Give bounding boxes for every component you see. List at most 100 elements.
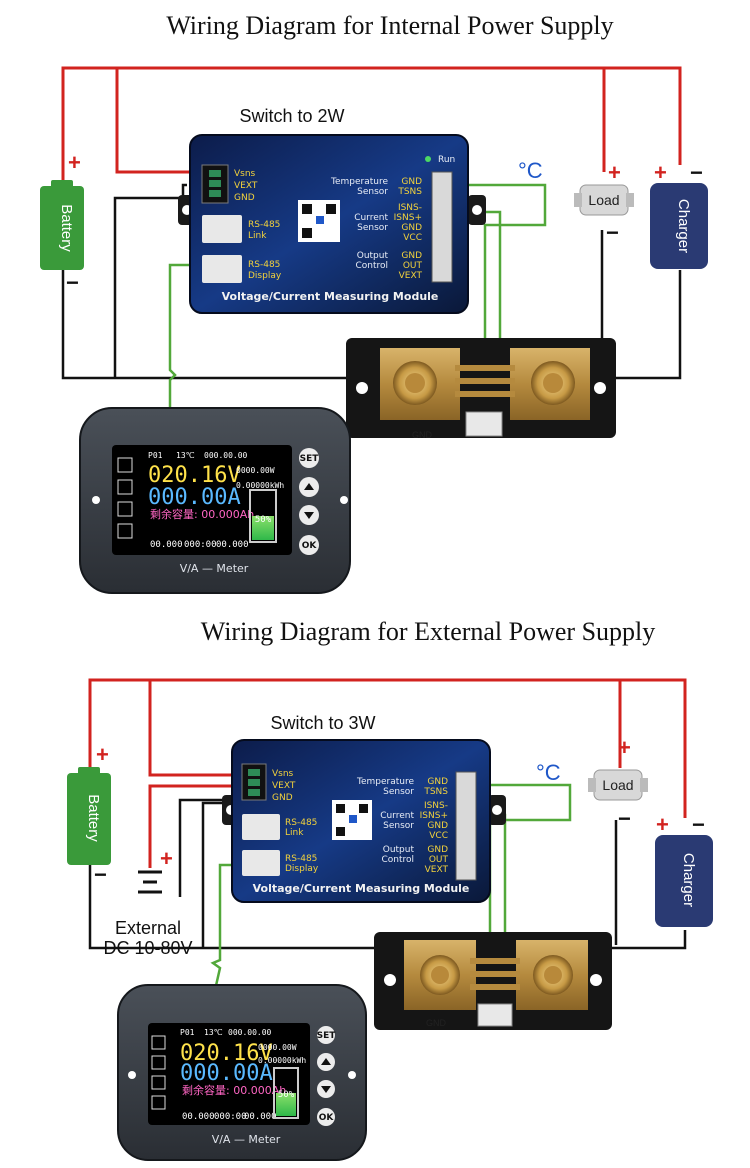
measuring-module: Run Vsns VEXT GND RS-485 Link RS-485 Dis…: [178, 134, 486, 314]
external-plus-icon: +: [160, 846, 173, 871]
load: Load + −: [574, 160, 634, 245]
load-plus-icon: +: [608, 160, 621, 185]
red-wires: [61, 66, 682, 188]
svg-text:VEXT: VEXT: [425, 865, 449, 875]
svg-text:Sensor: Sensor: [383, 787, 414, 797]
module-footer: Voltage/Current Measuring Module: [253, 882, 470, 895]
meter-buttons[interactable]: SET OK: [317, 1026, 337, 1126]
svg-text:0.00000kWh: 0.00000kWh: [258, 1056, 306, 1065]
svg-text:020.16V: 020.16V: [180, 1041, 273, 1066]
shunt-gnd-label: GND: [412, 430, 433, 440]
svg-text:V/A — Meter: V/A — Meter: [180, 562, 249, 575]
svg-text:Current: Current: [380, 811, 414, 821]
svg-text:OUT: OUT: [429, 855, 449, 865]
svg-text:ISNS+: ISNS+: [394, 213, 422, 223]
battery-plus-icon: +: [68, 150, 81, 175]
svg-text:P01: P01: [180, 1028, 195, 1037]
svg-text:00.000: 00.000: [244, 1112, 277, 1122]
svg-text:OK[interactable]: OK: [319, 1113, 335, 1123]
svg-text:Display: Display: [285, 864, 319, 874]
temperature-unit: °C: [518, 158, 543, 183]
svg-text:剩余容量: 00.000Ah: 剩余容量: 00.000Ah: [182, 1083, 286, 1097]
svg-text:SET[interactable]: SET: [300, 454, 320, 464]
battery-minus-icon: −: [94, 862, 107, 887]
load-plus-icon: +: [618, 735, 631, 760]
svg-text:Link: Link: [248, 231, 267, 241]
svg-text:RS-485: RS-485: [248, 260, 280, 270]
svg-text:Output: Output: [357, 251, 389, 261]
svg-text:Vsns: Vsns: [272, 769, 294, 779]
svg-text:OK[interactable]: OK: [302, 541, 318, 551]
switch-label: Switch to 3W: [270, 713, 375, 733]
svg-text:External: External: [115, 918, 181, 938]
svg-text:00.000: 00.000: [182, 1112, 215, 1122]
meter-battery-pct: 50%: [255, 515, 272, 525]
svg-text:TSNS: TSNS: [423, 787, 448, 797]
svg-text:000.00.00: 000.00.00: [204, 451, 248, 460]
battery-label: Battery: [85, 794, 102, 842]
load-label: Load: [588, 192, 619, 208]
svg-text:VEXT: VEXT: [399, 271, 423, 281]
svg-text:GND: GND: [272, 793, 293, 803]
battery-plus-icon: +: [96, 742, 109, 767]
battery: Battery + −: [67, 742, 111, 887]
run-label: Run: [438, 155, 455, 165]
svg-text:DC 10-80V: DC 10-80V: [103, 938, 192, 958]
diagram-title: Wiring Diagram for External Power Supply: [201, 617, 656, 646]
svg-text:Current: Current: [354, 213, 388, 223]
external-supply: + External DC 10-80V: [103, 846, 192, 958]
svg-text:RS-485: RS-485: [248, 220, 280, 230]
svg-text:Sensor: Sensor: [383, 821, 414, 831]
svg-text:0000.00W: 0000.00W: [236, 466, 275, 475]
shunt: GND: [374, 932, 612, 1030]
battery-minus-icon: −: [66, 270, 79, 295]
module-footer: Voltage/Current Measuring Module: [222, 290, 439, 303]
svg-text:TSNS: TSNS: [397, 187, 422, 197]
diagram-external: Wiring Diagram for External Power Supply…: [67, 617, 713, 1161]
meter-current: 000.00A: [148, 485, 241, 510]
load-minus-icon: −: [618, 806, 631, 831]
up-arrow-icon: [321, 1058, 331, 1065]
svg-text:00.000: 00.000: [216, 540, 249, 550]
meter-buttons[interactable]: SET OK: [299, 448, 319, 555]
red-wires: [88, 678, 687, 868]
charger: Charger + −: [650, 160, 708, 269]
va-meter: P01 13℃ 000.00.00 020.16V 000.00A 0000.0…: [79, 407, 351, 594]
load-label: Load: [602, 777, 633, 793]
charger-label: Charger: [680, 853, 697, 907]
svg-text:Control: Control: [355, 261, 388, 271]
charger-minus-icon: −: [692, 812, 705, 837]
svg-text:GND: GND: [427, 845, 448, 855]
battery: Battery + −: [40, 150, 84, 295]
svg-text:ISNS-: ISNS-: [398, 203, 422, 213]
svg-text:VCC: VCC: [403, 233, 422, 243]
svg-text:50%: 50%: [278, 1090, 295, 1100]
svg-text:000:00: 000:00: [184, 540, 217, 550]
svg-text:Temperature: Temperature: [330, 177, 388, 187]
svg-text:VEXT: VEXT: [272, 781, 296, 791]
svg-text:GND: GND: [401, 177, 422, 187]
svg-text:Display: Display: [248, 271, 282, 281]
svg-text:ISNS-: ISNS-: [424, 801, 448, 811]
svg-text:GND: GND: [427, 821, 448, 831]
va-meter: P01 13℃ 000.00.00 020.16V 000.00A 0000.0…: [117, 984, 367, 1161]
charger-minus-icon: −: [690, 160, 703, 185]
svg-text:Control: Control: [381, 855, 414, 865]
charger: Charger + −: [655, 812, 713, 927]
svg-text:GND: GND: [234, 193, 255, 203]
svg-text:Vsns: Vsns: [234, 169, 256, 179]
diagram-internal: Wiring Diagram for Internal Power Supply…: [40, 11, 708, 594]
svg-text:SET[interactable]: SET: [317, 1031, 337, 1041]
svg-text:GND: GND: [401, 223, 422, 233]
svg-text:VEXT: VEXT: [234, 181, 258, 191]
svg-text:GND: GND: [427, 777, 448, 787]
load: Load + −: [588, 735, 648, 831]
svg-text:VCC: VCC: [429, 831, 448, 841]
measuring-module: Vsns VEXT GND RS-485 Link RS-485 Display…: [222, 739, 506, 903]
svg-text:000.00A: 000.00A: [180, 1061, 273, 1086]
battery-label: Battery: [58, 204, 75, 252]
svg-text:P01: P01: [148, 451, 163, 460]
up-arrow-icon: [304, 483, 314, 490]
switch-label: Switch to 2W: [239, 106, 344, 126]
